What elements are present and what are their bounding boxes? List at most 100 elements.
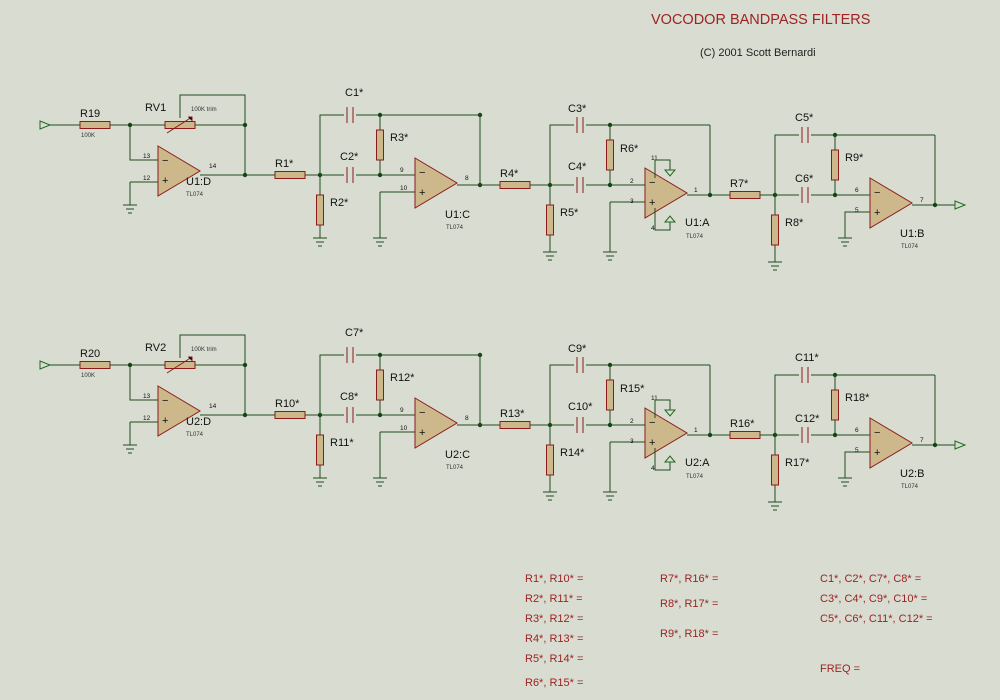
capacitor-label: C12* <box>795 413 820 425</box>
resistor <box>729 431 761 439</box>
trim-pot-label: RV1 <box>145 102 166 114</box>
note-col3-1: C3*, C4*, C9*, C10* = <box>820 593 927 605</box>
wire <box>319 354 344 415</box>
pin-number: 5 <box>855 447 859 454</box>
resistor <box>79 121 111 129</box>
capacitor-label: C3* <box>568 103 587 115</box>
resistor <box>729 191 761 199</box>
opamp-part: TL074 <box>186 192 204 198</box>
component-value-notes: R1*, R10* =R2*, R11* =R3*, R12* =R4*, R1… <box>525 573 933 689</box>
r-in-value: 100K <box>81 373 95 379</box>
junction-dot <box>242 412 248 418</box>
resistor-label: R12* <box>390 372 415 384</box>
resistor-label: R7* <box>730 178 749 190</box>
note-col2-0: R7*, R16* = <box>660 573 718 585</box>
resistor-label: R3* <box>390 132 409 144</box>
opamp-ref: U2:C <box>445 449 470 461</box>
wire <box>654 448 671 471</box>
opamp-part: TL074 <box>446 465 464 471</box>
resistor-label: R9* <box>845 152 864 164</box>
wire <box>129 365 158 401</box>
pin-number: 11 <box>651 395 658 402</box>
resistor <box>316 194 324 226</box>
junction-dot <box>477 182 483 188</box>
opamp-part: TL074 <box>686 234 704 240</box>
opamp-symbol <box>157 385 201 437</box>
opamp-symbol <box>157 145 201 197</box>
resistor <box>79 361 111 369</box>
junction-dot <box>377 412 383 418</box>
note-col1-1: R2*, R11* = <box>525 593 583 605</box>
pin-number: 11 <box>651 155 658 162</box>
note-col1-2: R3*, R12* = <box>525 613 583 625</box>
input-port <box>39 360 52 370</box>
junction-dot <box>607 422 613 428</box>
trim-arrow-head <box>188 116 193 121</box>
resistor <box>546 444 554 476</box>
pin-number: 6 <box>855 187 859 194</box>
output-port <box>954 200 967 210</box>
opamp-symbol <box>414 397 458 449</box>
note-col1-0: R1*, R10* = <box>525 573 583 585</box>
opamp-symbol <box>644 407 688 459</box>
opamp-part: TL074 <box>686 474 704 480</box>
note-col3-2: C5*, C6*, C11*, C12* = <box>820 613 933 625</box>
resistor <box>606 379 614 411</box>
resistor-label: R10* <box>275 398 300 410</box>
wire <box>179 94 246 175</box>
inverting-sign: − <box>649 417 655 429</box>
junction-dot <box>707 432 713 438</box>
junction-dot <box>832 432 838 438</box>
opamp-part: TL074 <box>901 244 919 250</box>
wire <box>654 159 671 178</box>
resistor-label: R15* <box>620 383 645 395</box>
resistor-label: R18* <box>845 392 870 404</box>
supply-arrow <box>663 169 677 177</box>
wire <box>179 334 246 415</box>
copyright-text: (C) 2001 Scott Bernardi <box>700 47 816 59</box>
inverting-sign: − <box>162 155 168 167</box>
inverting-sign: − <box>419 167 425 179</box>
input-port <box>39 120 52 130</box>
junction-dot <box>127 122 133 128</box>
opamp-ref: U1:C <box>445 209 470 221</box>
opamp-part: TL074 <box>446 225 464 231</box>
note-col1-5: R6*, R15* = <box>525 677 583 689</box>
wire <box>654 208 671 231</box>
pin-number: 14 <box>209 403 217 410</box>
r-in-value: 100K <box>81 133 95 139</box>
pin-number: 12 <box>143 415 151 422</box>
opamp-ref: U1:B <box>900 228 924 240</box>
resistor-label: R6* <box>620 143 639 155</box>
noninverting-sign: + <box>419 427 425 439</box>
pin-number: 2 <box>630 418 634 425</box>
note-freq: FREQ = <box>820 663 860 675</box>
resistor-label: R8* <box>785 217 804 229</box>
pin-number: 4 <box>651 225 655 232</box>
capacitor-label: C5* <box>795 112 814 124</box>
sheet-title: VOCODOR BANDPASS FILTERS <box>651 12 870 28</box>
junction-dot <box>832 192 838 198</box>
resistor <box>771 214 779 246</box>
wire <box>774 374 799 435</box>
resistor-label: R2* <box>330 197 349 209</box>
trim-pot-value: 100K trim <box>191 347 217 353</box>
resistor-label: R17* <box>785 457 810 469</box>
output-port <box>954 440 967 450</box>
noninverting-sign: + <box>162 175 168 187</box>
inverting-sign: − <box>419 407 425 419</box>
opamp-ref: U1:D <box>186 176 211 188</box>
resistor <box>546 204 554 236</box>
pin-number: 9 <box>400 407 404 414</box>
pin-number: 1 <box>694 187 698 194</box>
wire <box>654 399 671 418</box>
junction-dot <box>932 202 938 208</box>
capacitor-label: C6* <box>795 173 814 185</box>
r-in-label: R19 <box>80 108 100 120</box>
r-in-label: R20 <box>80 348 100 360</box>
junction-dot <box>127 362 133 368</box>
pin-number: 9 <box>400 167 404 174</box>
resistor <box>831 149 839 181</box>
trim-arrow <box>166 356 193 374</box>
